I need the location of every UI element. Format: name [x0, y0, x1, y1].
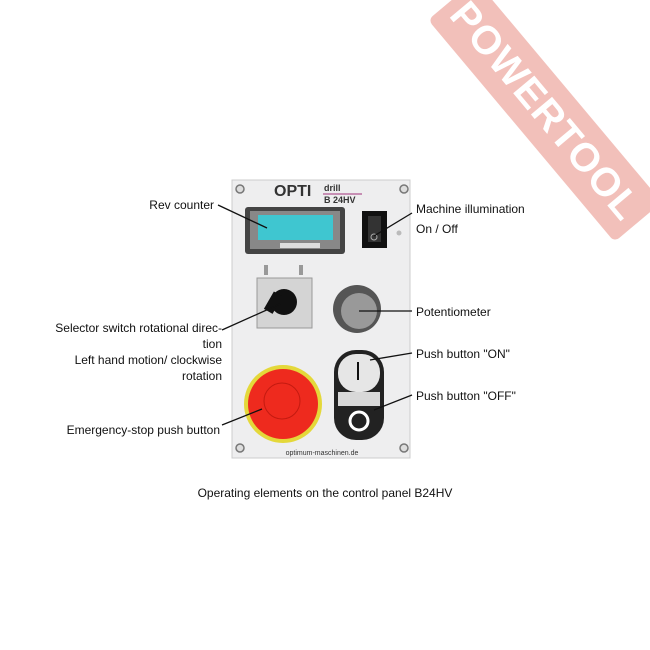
push-button-off	[348, 410, 370, 432]
label-push-off: Push button "OFF"	[416, 389, 516, 403]
label-illumination: Machine illumination	[416, 202, 525, 216]
figure-caption: Operating elements on the control panel …	[197, 486, 453, 500]
label-rev-counter: Rev counter	[149, 198, 214, 212]
lamp-icon	[396, 230, 402, 236]
screw-icon	[399, 184, 409, 194]
website-label: optimum-maschinen.de	[286, 450, 359, 457]
screw-icon	[235, 443, 245, 453]
model-label: B 24HV	[324, 195, 356, 205]
label-selector-3: Left hand motion/ clockwise	[74, 353, 222, 367]
rev-display	[258, 215, 333, 240]
label-selector-4: rotation	[181, 369, 222, 383]
label-push-on: Push button "ON"	[416, 347, 510, 361]
emergency-stop-button	[248, 369, 318, 439]
label-potentiometer: Potentiometer	[416, 305, 491, 319]
screw-icon	[399, 443, 409, 453]
leader-lines	[217, 204, 413, 426]
label-illumination-onoff: On / Off	[416, 222, 458, 236]
label-selector-2: tion	[202, 337, 222, 351]
brand-logo: OPTI	[274, 183, 311, 200]
label-selector: Selector switch rotational direc-	[55, 321, 222, 335]
screw-icon	[235, 184, 245, 194]
brand-sub: drill	[324, 183, 341, 193]
label-emergency: Emergency-stop push button	[66, 423, 220, 437]
